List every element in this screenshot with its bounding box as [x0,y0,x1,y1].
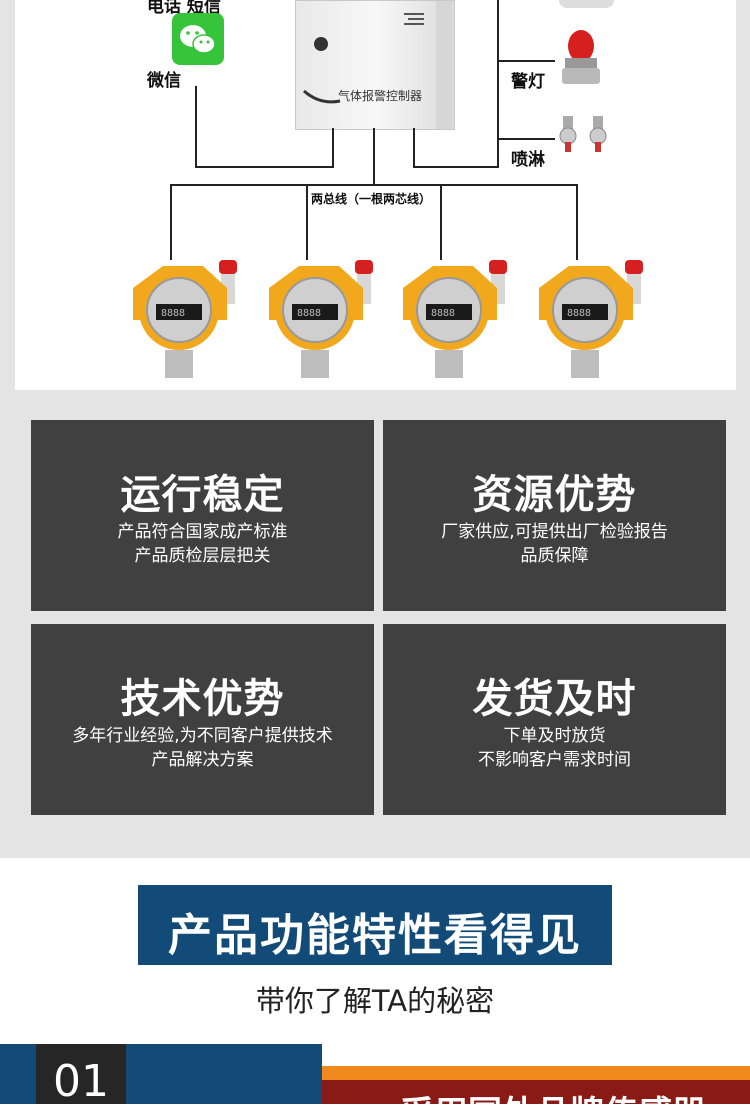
controller-name: 气体报警控制器 [338,89,423,103]
feature-line: 多年行业经验,为不同客户提供技术 [72,726,333,746]
feature-line: 产品质检层层把关 [134,546,271,566]
gas-detector: 8888 [259,254,379,384]
siren-icon [559,0,614,8]
feature-title: 发货及时 [472,676,637,722]
sprinkler-icon [555,114,615,154]
feature-card-stable: 运行稳定 产品符合国家成产标准 产品质检层层把关 [31,420,374,611]
title-band: 采用国外品牌传感器 [322,1080,750,1104]
gas-alarm-controller: 气体报警控制器 [295,0,455,130]
partial-section-title: 采用国外品牌传感器 [400,1086,706,1104]
section-heading: 产品功能特性看得见 [168,910,582,961]
svg-text:8888: 8888 [431,308,455,319]
feature-line: 下单及时放货 [503,726,606,746]
feature-line: 产品符合国家成产标准 [117,522,288,542]
feature-title: 技术优势 [120,676,285,722]
gas-detector: 8888 [529,254,649,384]
gas-detector: 8888 [123,254,243,384]
feature-card-technology: 技术优势 多年行业经验,为不同客户提供技术 产品解决方案 [31,624,374,815]
section-heading-banner: 产品功能特性看得见 [138,885,612,965]
feature-line: 产品解决方案 [151,750,254,770]
feature-card-resources: 资源优势 厂家供应,可提供出厂检验报告 品质保障 [383,420,726,611]
sprinkler-label: 喷淋 [511,150,545,170]
phone-sms-label: 电话 短信 [147,0,221,17]
warning-light-icon [559,26,603,88]
feature-line: 厂家供应,可提供出厂检验报告 [441,522,668,542]
feature-title: 资源优势 [472,472,637,518]
warning-light-label: 警灯 [511,72,545,92]
gas-detector: 8888 [393,254,513,384]
system-diagram: 电话 短信 微信 气体报警控制器 警灯 喷淋 [15,0,736,390]
section-number: 01 [53,1056,109,1107]
feature-title: 运行稳定 [120,472,285,518]
bus-line-label: 两总线（一根两芯线） [311,192,432,206]
feature-line: 不影响客户需求时间 [478,750,631,770]
wechat-icon [172,13,224,65]
svg-text:8888: 8888 [161,308,185,319]
feature-card-shipping: 发货及时 下单及时放货 不影响客户需求时间 [383,624,726,815]
wechat-label: 微信 [147,71,181,91]
feature-line: 品质保障 [520,546,589,566]
section-subheading: 带你了解TA的秘密 [255,984,495,1018]
svg-text:8888: 8888 [567,308,591,319]
number-badge: 01 [36,1044,126,1107]
svg-text:8888: 8888 [297,308,321,319]
